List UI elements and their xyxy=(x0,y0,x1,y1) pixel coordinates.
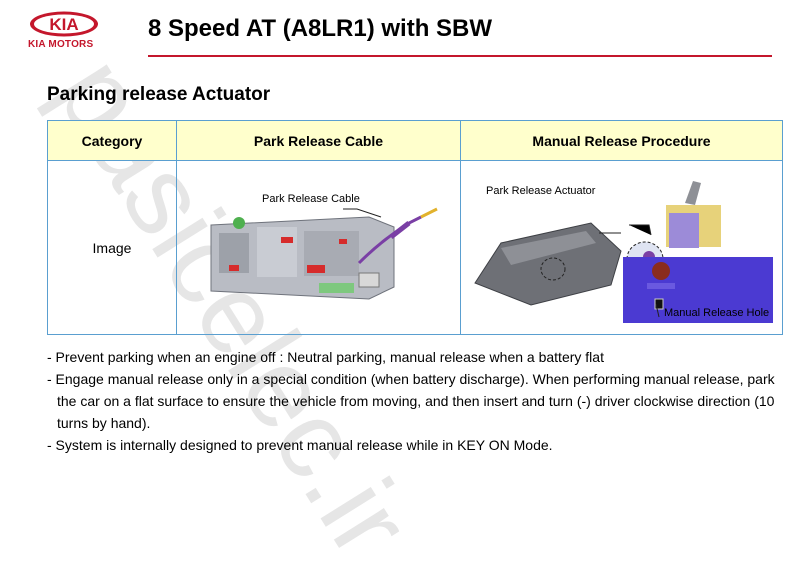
manual-release-image-cell: Park Release Actuator Manual Release xyxy=(460,160,783,335)
header-category: Category xyxy=(47,120,177,161)
list-item: - System is internally designed to preve… xyxy=(47,437,553,453)
transmission-image xyxy=(210,207,438,300)
info-table: Category Park Release Cable Manual Relea… xyxy=(47,120,783,335)
svg-text:KIA: KIA xyxy=(49,15,78,34)
page-title: 8 Speed AT (A8LR1) with SBW xyxy=(148,15,493,42)
header-park-release-cable: Park Release Cable xyxy=(176,120,461,161)
header-manual-release: Manual Release Procedure xyxy=(460,120,783,161)
logo-caption: KIA MOTORS xyxy=(28,39,94,50)
hole-label: Manual Release Hole xyxy=(664,307,770,319)
cable-label: Park Release Cable xyxy=(262,193,360,205)
row-label: Image xyxy=(47,160,177,335)
list-item: - Prevent parking when an engine off : N… xyxy=(47,349,604,365)
kia-oval-icon: KIA xyxy=(30,11,98,37)
section-title: Parking release Actuator xyxy=(47,84,271,105)
title-rule xyxy=(148,55,772,57)
cable-image-cell: Park Release Cable xyxy=(176,160,461,335)
manual-release-image xyxy=(474,181,773,323)
list-item: - Engage manual release only in a specia… xyxy=(47,371,775,431)
table-header-row: Category Park Release Cable Manual Relea… xyxy=(47,120,783,161)
bullet-list: - Prevent parking when an engine off : N… xyxy=(47,346,777,456)
kia-logo: KIA KIA MOTORS xyxy=(28,10,100,50)
table-row: Image Park Release Cable xyxy=(47,160,783,335)
actuator-label: Park Release Actuator xyxy=(486,185,596,197)
